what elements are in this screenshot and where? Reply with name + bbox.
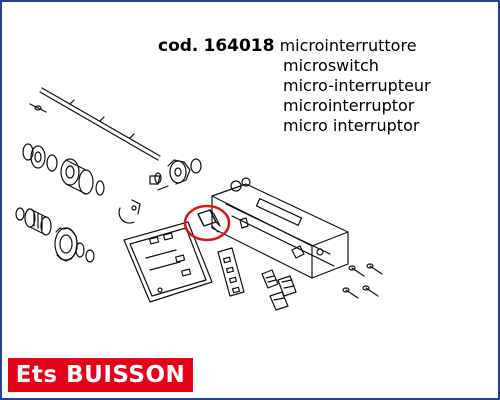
screws-right [342,263,383,299]
shaft-gear [154,158,202,185]
roller-lower [15,207,52,236]
name-italian: microinterruttore [279,36,417,55]
small-pin [29,103,47,113]
code-label: cod. [158,36,199,56]
code-value: 164018 [203,36,275,56]
main-housing [211,177,349,279]
bearing-set-upper [22,143,105,196]
name-english-row: microswitch [158,56,431,76]
name-french-row: micro-interrupteur [158,76,431,96]
connector-strip [217,247,245,297]
drive-shaft [39,87,161,161]
name-french: micro-interrupteur [283,76,431,95]
large-gear [54,227,95,263]
part-caption: cod. 164018 microinterruttore microswitc… [158,36,431,136]
microswitch-part [197,209,221,233]
name-portuguese: micro interruptor [283,116,420,135]
spring-cluster [261,269,297,311]
name-spanish: microinterruptor [283,96,415,115]
name-portuguese-row: micro interruptor [158,116,431,136]
microswitch-highlight-circle [183,204,231,242]
name-english: microswitch [283,56,379,75]
name-spanish-row: microinterruptor [158,96,431,116]
small-parts-center [118,175,169,224]
code-row: cod. 164018 microinterruttore [158,36,431,56]
control-board [123,221,213,303]
brand-logo: Ets BUISSON [8,358,193,392]
